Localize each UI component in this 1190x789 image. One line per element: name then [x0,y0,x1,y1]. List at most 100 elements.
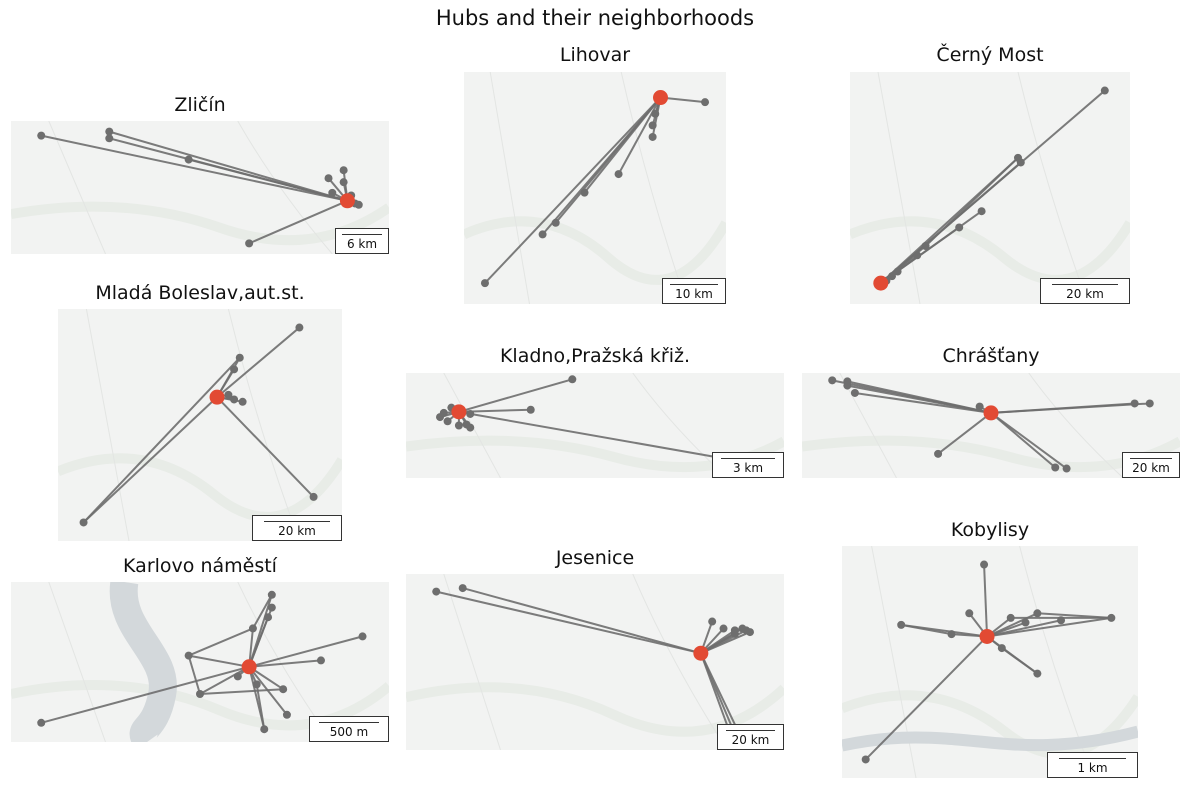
neighbor-node [568,375,577,384]
scale-bar-line [1129,458,1173,459]
neighbor-node [230,365,239,374]
neighbor-node [224,390,233,399]
edge-line [983,564,989,637]
edge-line [188,627,254,657]
edge-line [188,158,348,202]
scale-bar-label: 6 km [346,237,378,251]
neighbor-node [37,131,46,140]
panel-title: Lihovar [559,44,631,66]
neighbor-node [339,178,348,187]
neighbor-node [105,127,114,136]
edge-line [462,587,702,655]
hub-map-panel [11,121,389,254]
map-road [877,72,1089,304]
edge-line [187,655,201,695]
neighbor-node [828,376,837,385]
neighbor-node [977,207,986,216]
neighbor-node [913,251,922,260]
neighbor-node [252,680,261,689]
edge-line [937,412,992,455]
edge-line [484,96,662,284]
neighbor-node [551,218,560,227]
scale-bar-line [721,458,775,459]
neighbor-node [324,174,333,183]
neighbor-node [454,421,463,430]
scale-bar-label: 1 km [1077,761,1108,775]
neighbor-node [965,609,974,618]
map-road [489,72,688,304]
edge-line [847,384,992,414]
edge-line [252,594,273,629]
edge-line [864,635,988,761]
hub-node [451,404,467,420]
neighbor-node [955,223,964,232]
edge-line [924,157,1019,247]
hub-node [983,405,999,421]
neighbor-node [260,725,269,734]
neighbor-node [79,518,88,527]
edge-line [41,134,348,202]
neighbor-node [358,632,367,641]
panel-title: Černý Most [936,44,1044,66]
map-terrain [850,216,1130,285]
neighbor-node [282,710,291,719]
map-road [443,574,728,750]
neighbor-node [648,121,657,130]
neighbor-node [897,620,906,629]
neighbor-node [432,587,441,596]
panel-title: Kladno,Pražská křiž. [499,345,691,367]
edge-line [216,396,315,498]
neighbor-node [719,624,728,633]
scale-bar-label: 20 km [1132,461,1170,475]
neighbor-node [1062,464,1071,473]
neighbor-node [443,417,452,426]
neighbor-node [295,323,304,332]
edge-line [458,410,758,466]
edge-line [249,659,322,668]
neighbor-node [980,560,989,569]
neighbor-node [1130,399,1139,408]
neighbor-node [947,630,956,639]
edge-line [458,378,573,413]
hub-node [209,389,225,405]
neighbor-node [279,685,288,694]
neighbor-node [328,188,337,197]
scale-bar: 20 km [1040,278,1130,304]
neighbor-node [893,267,902,276]
neighbor-node [1145,399,1154,408]
neighbor-node [245,239,254,248]
edge-line [199,688,284,695]
map-road [839,373,1124,478]
edge-line [248,635,363,668]
neighbor-node [267,603,276,612]
neighbor-node [1100,86,1109,95]
edge-line [188,654,250,668]
hub-node [653,90,668,106]
edge-line [199,665,250,695]
edge-line [248,199,348,245]
neighbor-node [843,381,852,390]
neighbor-node [1057,616,1066,625]
scale-bar: 500 m [309,716,389,742]
edge-line [40,665,250,724]
neighbor-node [745,628,754,637]
neighbor-node [480,279,489,288]
panel-title: Karlovo náměstí [123,555,277,577]
neighbor-node [309,492,318,501]
hub-node [979,628,995,644]
hub-node [339,193,355,209]
neighbor-node [1006,613,1015,622]
map-road [85,309,300,541]
edge-line [901,623,952,636]
scale-bar-label: 3 km [732,461,764,475]
hub-node [693,645,709,661]
neighbor-node [1033,609,1042,618]
neighbor-node [861,755,870,764]
scale-bar-line [670,284,718,285]
scale-bar-label: 10 km [675,287,713,301]
scale-bar-label: 20 km [731,733,770,747]
edge-line [216,326,301,398]
panel-title: Zličín [174,94,226,116]
neighbor-node [230,395,239,404]
hub-map-panel [464,72,726,304]
